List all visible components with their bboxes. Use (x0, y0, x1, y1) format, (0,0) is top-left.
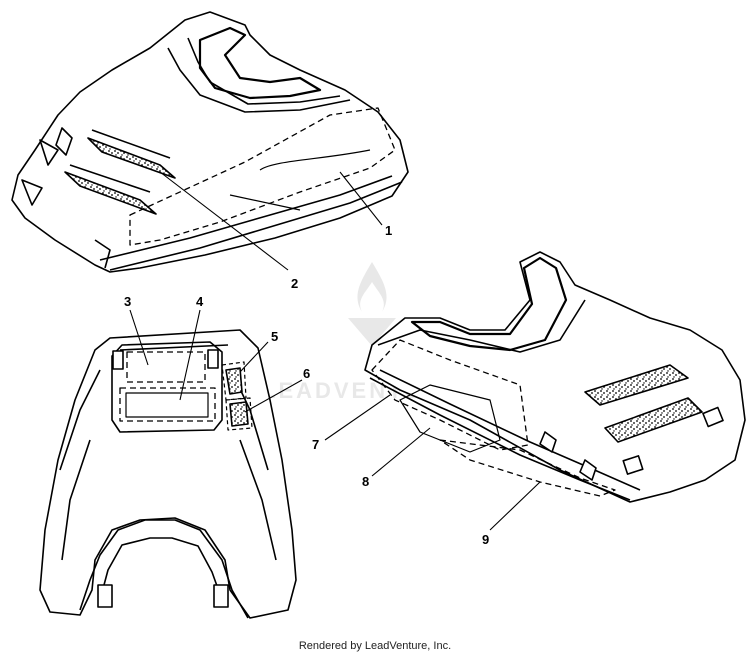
callout-1: 1 (385, 223, 392, 238)
footer-credit: Rendered by LeadVenture, Inc. (298, 640, 452, 652)
decal-5-patch (221, 361, 247, 401)
decal-3-outline (126, 351, 206, 383)
callout-5: 5 (271, 329, 278, 344)
foam-strip-bottom (64, 171, 157, 215)
callout-7: 7 (312, 437, 319, 452)
hood-front-view (39, 329, 297, 619)
decal-6-patch (225, 397, 253, 431)
callout-3: 3 (124, 294, 131, 309)
leader-lines (129, 171, 541, 531)
decal-9-outline (439, 439, 616, 497)
callout-8: 8 (362, 474, 369, 489)
decal-8-outline (399, 384, 501, 453)
callout-4: 4 (196, 294, 204, 309)
callout-6: 6 (303, 366, 310, 381)
hood-top-view (11, 11, 409, 273)
hood-side-view (364, 251, 746, 503)
foam-strip-top (87, 137, 176, 179)
decal-1-outline (129, 107, 396, 246)
callout-9: 9 (482, 532, 489, 547)
callout-2: 2 (291, 276, 298, 291)
decal-4-outline (119, 387, 216, 422)
